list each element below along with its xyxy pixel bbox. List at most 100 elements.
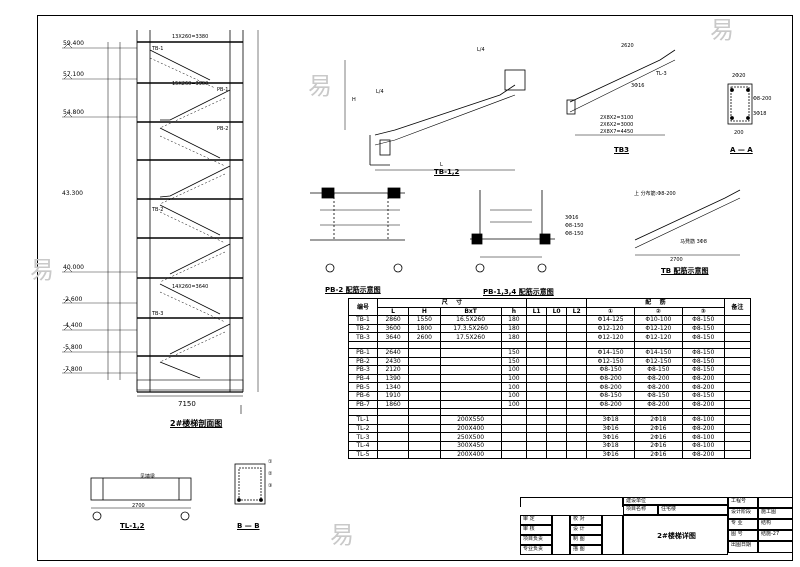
- schedule-cell: [439, 382, 502, 392]
- schedule-cell: [723, 365, 752, 375]
- schedule-cell: 3Φ16: [586, 449, 635, 460]
- schedule-cell: [566, 440, 588, 451]
- schedule-cell: 2640: [376, 347, 410, 358]
- elevation-label: -4.400: [63, 322, 83, 329]
- schedule-cell: [546, 415, 568, 425]
- tb-right-label: 工程号: [728, 497, 758, 508]
- schedule-cell: PB-5: [348, 382, 378, 392]
- drawing-frame: [37, 15, 793, 561]
- schedule-cell: [723, 382, 752, 392]
- schedule-cell: [439, 347, 502, 358]
- schedule-cell: 1550: [408, 315, 441, 325]
- schedule-cell: [546, 323, 568, 334]
- tb-cell: [602, 515, 623, 555]
- schedule-cell: [546, 449, 568, 460]
- schedule-cell: Φ8-200: [681, 423, 725, 434]
- schedule-cell: [408, 408, 441, 416]
- schedule-cell: [723, 341, 752, 349]
- schedule-cell: [723, 449, 752, 460]
- title-block: 建设单位 项目名称 住宅楼 审 定 审 核 项目负责 专业负责 校 对 设 计 …: [520, 497, 793, 561]
- tb12-dim: L/4: [376, 89, 384, 95]
- run-label: 13X260=3380: [172, 34, 209, 40]
- schedule-cell: Φ8-200: [586, 373, 635, 384]
- schedule-cell: Φ8-100: [681, 432, 725, 442]
- segment-tag: PB-1: [217, 87, 229, 93]
- schedule-cell: [526, 365, 548, 375]
- tb-right-value: 结构: [758, 519, 793, 530]
- schedule-cell: [566, 449, 588, 460]
- schedule-cell: 250X500: [439, 432, 502, 442]
- schedule-cell: 200X400: [439, 423, 502, 434]
- schedule-cell: 2860: [376, 315, 410, 325]
- tl12-detail: [90, 477, 192, 521]
- schedule-cell: 17.5X260: [439, 332, 502, 342]
- tb-right-label: 图 号: [728, 530, 758, 541]
- schedule-cell: 1860: [376, 399, 410, 410]
- aa-note: 200: [734, 130, 744, 136]
- pb2-plan: [310, 187, 405, 273]
- elevation-label: -5.800: [63, 344, 83, 351]
- tb12-dim: L/4: [477, 47, 485, 53]
- schedule-cell: 2120: [376, 365, 410, 375]
- schedule-cell: 3Φ16: [586, 432, 635, 442]
- schedule-cell: [526, 415, 548, 425]
- bb-marker: ②: [268, 471, 273, 477]
- schedule-cell: [566, 365, 588, 375]
- schedule-cell: 100: [500, 365, 528, 375]
- schedule-cell: [526, 341, 548, 349]
- schedule-cell: 16.5X260: [439, 315, 502, 325]
- schedule-subheader: BxT: [439, 306, 502, 317]
- schedule-cell: Φ14-125: [586, 315, 635, 325]
- tb-row-label: 专业负责: [520, 545, 552, 555]
- schedule-subheader: h: [500, 306, 528, 317]
- schedule-cell: 2Φ16: [633, 449, 683, 460]
- schedule-cell: [376, 415, 410, 425]
- schedule-cell: [526, 432, 548, 442]
- schedule-subheader: L: [376, 306, 410, 317]
- schedule-cell: [439, 365, 502, 375]
- tb-row-label: 项目负责: [520, 535, 552, 545]
- tb-right-label: 出图日期: [728, 541, 758, 553]
- schedule-cell: Φ8-150: [681, 332, 725, 342]
- elevation-label: -2.600: [63, 296, 83, 303]
- schedule-cell: [566, 432, 588, 442]
- schedule-cell: [526, 373, 548, 384]
- schedule-cell: [439, 390, 502, 401]
- schedule-cell: Φ8-200: [681, 382, 725, 392]
- schedule-cell: [526, 399, 548, 410]
- schedule-cell: Φ8-200: [633, 382, 683, 392]
- schedule-cell: [723, 408, 752, 416]
- aa-title: A — A: [730, 146, 753, 154]
- schedule-cell: [566, 356, 588, 367]
- schedule-cell: [546, 332, 568, 342]
- schedule-cell: [439, 399, 502, 410]
- schedule-cell: [408, 432, 441, 442]
- schedule-cell: [546, 341, 568, 349]
- pb134-plan: [470, 190, 555, 273]
- schedule-cell: [723, 440, 752, 451]
- tb-right-value: [758, 497, 793, 508]
- schedule-cell: TL-3: [348, 432, 378, 442]
- schedule-cell: [566, 408, 588, 416]
- schedule-cell: [723, 373, 752, 384]
- schedule-cell: [526, 356, 548, 367]
- schedule-spacer-row: [348, 341, 752, 349]
- schedule-cell: TB-1: [348, 315, 378, 325]
- watermark: 易: [308, 72, 332, 100]
- schedule-cell: [526, 347, 548, 358]
- tb-right-value: [758, 541, 793, 553]
- schedule-cell: 100: [500, 390, 528, 401]
- tb3-note: 2X8X7=4450: [600, 129, 634, 135]
- schedule-cell: Φ8-150: [633, 365, 683, 375]
- schedule-cell: 200X400: [439, 449, 502, 460]
- schedule-cell: [526, 440, 548, 451]
